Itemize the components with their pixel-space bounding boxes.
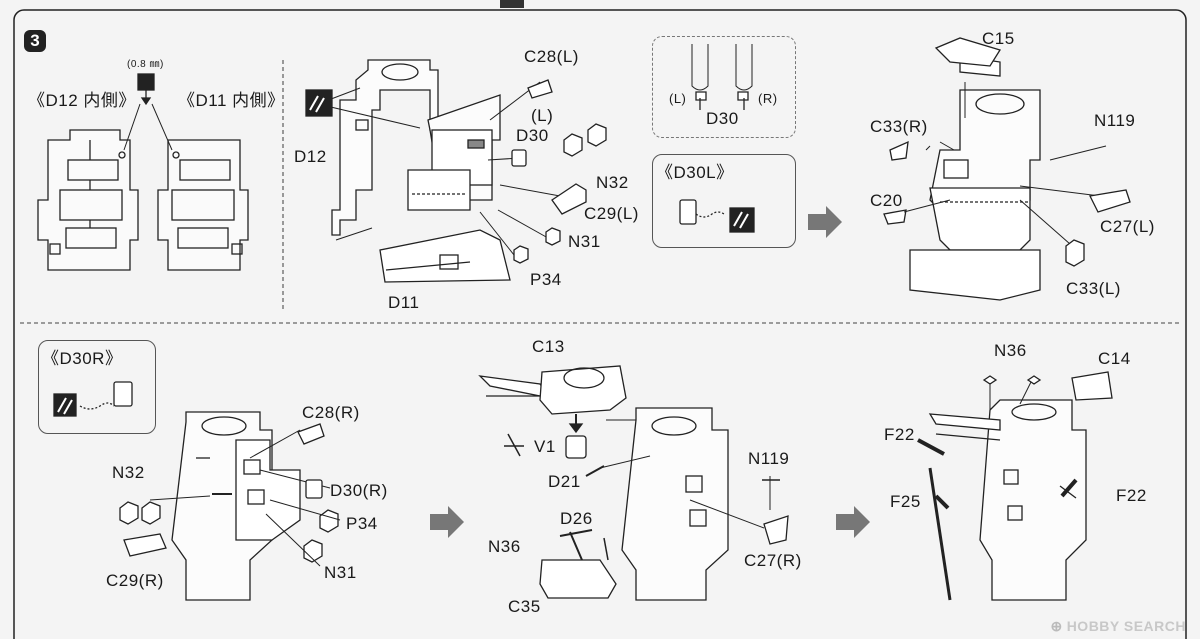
step-number-badge: 3	[24, 30, 46, 52]
d30-inset-l: (L)	[669, 91, 687, 106]
part-label-f22-left: F22	[884, 425, 915, 444]
d11-interior-label: 《D11 内側》	[178, 91, 285, 110]
watermark: ⊕HOBBY SEARCH	[1050, 618, 1186, 635]
part-label-c27r: C27(R)	[744, 551, 802, 570]
d30l-inset-title: 《D30L》	[656, 163, 734, 182]
d30-inset-r: (R)	[758, 91, 778, 106]
d12-interior-sketch	[37, 129, 139, 271]
part-label-v1: V1	[534, 437, 556, 456]
d30-inset-name: D30	[706, 109, 739, 128]
part-label-n36-middle: N36	[488, 537, 521, 556]
watermark-text: HOBBY SEARCH	[1066, 618, 1186, 634]
part-label-n32-bottom: N32	[112, 463, 145, 482]
part-label-c33r: C33(R)	[870, 117, 928, 136]
tower-top-right	[909, 37, 1041, 301]
part-label-c15: C15	[982, 29, 1015, 48]
tower-d12-d11	[331, 59, 511, 283]
part-label-p34-bottom: P34	[346, 514, 378, 533]
part-label-n119-top: N119	[1094, 111, 1136, 130]
part-label-d21: D21	[548, 472, 581, 491]
drill-size-label: (0.8 ㎜)	[127, 59, 164, 70]
d12-interior-label: 《D12 内側》	[28, 91, 136, 110]
part-label-c35: C35	[508, 597, 541, 616]
part-label-c14: C14	[1098, 349, 1131, 368]
d30l-inset-box	[652, 154, 796, 248]
part-label-f25: F25	[890, 492, 921, 511]
tower-bottom-left	[171, 411, 301, 601]
part-label-d12: D12	[294, 147, 327, 166]
part-label-d30: D30	[516, 126, 549, 145]
part-label-c20: C20	[870, 191, 903, 210]
part-label-c29r: C29(R)	[106, 571, 164, 590]
part-label-c28r: C28(R)	[302, 403, 360, 422]
turret-c13	[478, 365, 627, 415]
part-label-d26: D26	[560, 509, 593, 528]
part-label-n31: N31	[568, 232, 601, 251]
part-label-c33l: C33(L)	[1066, 279, 1121, 298]
watermark-logo-icon: ⊕	[1050, 618, 1063, 634]
part-label-n119-bottom: N119	[748, 449, 790, 468]
part-label-f22-right: F22	[1116, 486, 1147, 505]
d11-interior-sketch	[157, 139, 249, 271]
part-label-n36-right: N36	[994, 341, 1027, 360]
part-label-c28l: C28(L)	[524, 47, 579, 66]
part-label-n32: N32	[596, 173, 629, 192]
tower-bottom-right	[928, 371, 1113, 601]
part-label-c29l: C29(L)	[584, 204, 639, 223]
part-label-l: (L)	[531, 106, 554, 125]
part-label-d30r: D30(R)	[330, 481, 388, 500]
tower-bottom-middle	[606, 407, 729, 601]
d30r-inset-title: 《D30R》	[42, 349, 123, 368]
part-label-d11: D11	[388, 293, 420, 312]
d30r-inset-box	[38, 340, 156, 434]
d30-inset-box	[652, 36, 796, 138]
part-label-p34: P34	[530, 270, 562, 289]
part-label-c27l: C27(L)	[1100, 217, 1155, 236]
part-label-n31-bottom: N31	[324, 563, 357, 582]
part-label-c13: C13	[532, 337, 565, 356]
